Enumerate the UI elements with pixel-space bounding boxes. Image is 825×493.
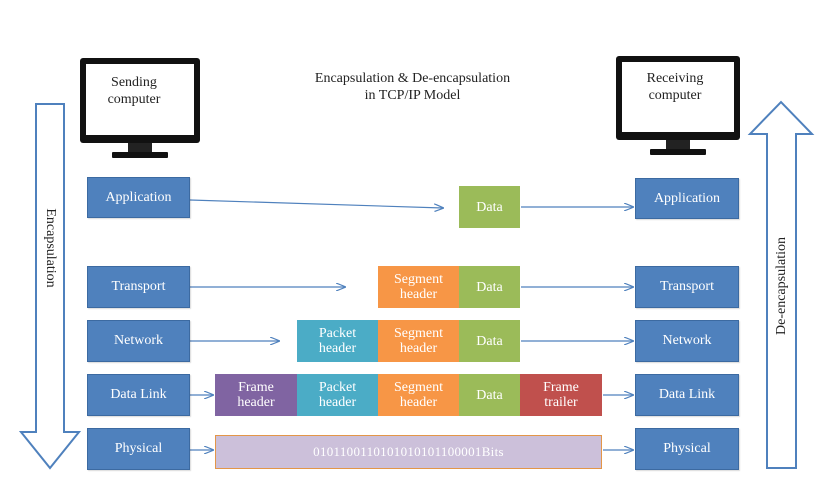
- diagram-title: Encapsulation & De-encapsulation in TCP/…: [314, 71, 511, 103]
- sending-computer-icon: [80, 58, 200, 158]
- sender-transport-layer: Transport: [87, 266, 190, 308]
- sending-computer-label: Sending computer: [107, 75, 161, 107]
- transport-data-block: Data: [459, 266, 520, 308]
- sender-network-layer: Network: [87, 320, 190, 362]
- receiver-data-link-layer: Data Link: [635, 374, 739, 416]
- receiver-physical-layer: Physical: [635, 428, 739, 470]
- sender-application-layer: Application: [87, 177, 190, 218]
- application-flow-arrow: [189, 199, 443, 208]
- data-link-frame-header: Frame header: [215, 374, 297, 416]
- de-encapsulation-label: De-encapsulation: [774, 237, 789, 335]
- receiver-transport-layer: Transport: [635, 266, 739, 308]
- network-data-block: Data: [459, 320, 520, 362]
- sender-data-link-layer: Data Link: [87, 374, 190, 416]
- transport-segment-header: Segment header: [378, 266, 459, 308]
- data-link-packet-header: Packet header: [297, 374, 378, 416]
- encapsulation-label: Encapsulation: [43, 208, 58, 288]
- receiver-network-layer: Network: [635, 320, 739, 362]
- receiving-computer-icon: [616, 56, 740, 155]
- encapsulation-arrow: [18, 103, 82, 470]
- sender-physical-layer: Physical: [87, 428, 190, 470]
- application-data-block: Data: [459, 186, 520, 228]
- network-packet-header: Packet header: [297, 320, 378, 362]
- receiver-application-layer: Application: [635, 178, 739, 219]
- data-link-frame-trailer: Frame trailer: [520, 374, 602, 416]
- receiving-computer-label: Receiving computer: [646, 71, 704, 103]
- data-link-segment-header: Segment header: [378, 374, 459, 416]
- de-encapsulation-arrow: [747, 100, 815, 469]
- data-link-data-block: Data: [459, 374, 520, 416]
- physical-bits-stream: 0101100110101010101100001Bits: [215, 435, 602, 469]
- network-segment-header: Segment header: [378, 320, 459, 362]
